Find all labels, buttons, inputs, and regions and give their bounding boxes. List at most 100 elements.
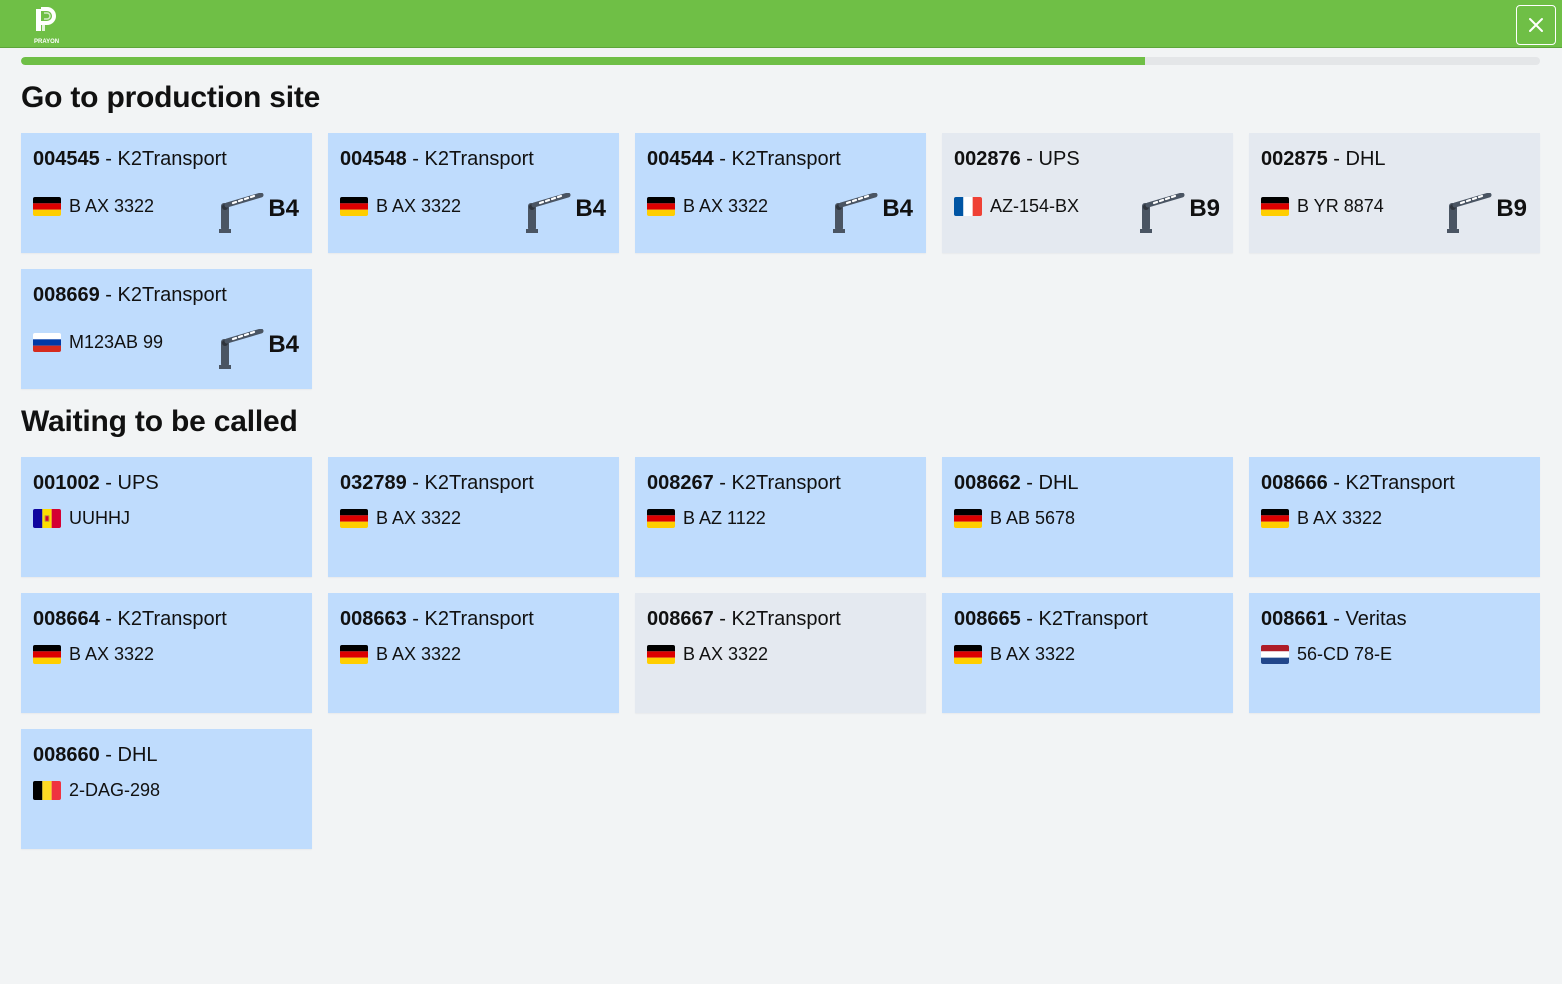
card-title: 004544 - K2Transport — [647, 148, 841, 171]
card-title: 008267 - K2Transport — [647, 472, 841, 495]
gate-label: B4 — [268, 195, 299, 222]
gate-label: B4 — [268, 331, 299, 358]
card-title: 002876 - UPS — [954, 148, 1080, 171]
order-number: 008660 — [33, 744, 100, 766]
license-plate: B AX 3322 — [683, 644, 769, 664]
license-plate: B AX 3322 — [69, 196, 155, 216]
truck-card[interactable]: 008664 - K2Transport B AX 3322 — [21, 593, 312, 713]
title-separator: - — [713, 148, 732, 170]
title-separator: - — [99, 148, 118, 170]
truck-card[interactable]: 008267 - K2Transport B AZ 1122 — [635, 457, 926, 577]
card-title: 008664 - K2Transport — [33, 608, 227, 631]
carrier-name: K2Transport — [731, 148, 841, 170]
card-title: 008661 - Veritas — [1261, 608, 1407, 631]
barrier-gate-icon — [1447, 192, 1493, 233]
truck-card[interactable]: 008660 - DHL 2-DAG-298 — [21, 729, 312, 849]
plate-row: AZ-154-BX — [954, 196, 1079, 217]
title-separator: - — [713, 608, 732, 630]
carrier-name: K2Transport — [1345, 472, 1455, 494]
truck-card[interactable]: 001002 - UPS UUHHJ — [21, 457, 312, 577]
title-separator: - — [99, 284, 118, 306]
carrier-name: K2Transport — [731, 608, 841, 630]
production-cards-grid: 004545 - K2Transport B AX 3322 B4 004548… — [21, 133, 1540, 389]
order-number: 001002 — [33, 472, 100, 494]
card-title: 008667 - K2Transport — [647, 608, 841, 631]
order-number: 002875 — [1261, 148, 1328, 170]
license-plate: B AB 5678 — [990, 508, 1076, 528]
progress-bar — [21, 57, 1540, 65]
license-plate: B AX 3322 — [1297, 508, 1383, 528]
truck-card[interactable]: 008669 - K2Transport M123AB 99 B4 — [21, 269, 312, 389]
gate-label: B9 — [1496, 195, 1527, 222]
license-plate: B AZ 1122 — [683, 508, 766, 528]
truck-card[interactable]: 008661 - Veritas 56-CD 78-E — [1249, 593, 1540, 713]
title-separator: - — [99, 608, 118, 630]
title-separator: - — [99, 744, 118, 766]
license-plate: B AX 3322 — [683, 196, 769, 216]
truck-card[interactable]: 002876 - UPS AZ-154-BX B9 — [942, 133, 1233, 253]
card-title: 008660 - DHL — [33, 744, 158, 767]
close-icon — [1529, 18, 1543, 32]
license-plate: B AX 3322 — [376, 196, 462, 216]
title-separator: - — [1327, 148, 1346, 170]
truck-card[interactable]: 008666 - K2Transport B AX 3322 — [1249, 457, 1540, 577]
flag-de-icon — [1261, 197, 1289, 216]
close-button[interactable] — [1516, 5, 1556, 45]
truck-card[interactable]: 008663 - K2Transport B AX 3322 — [328, 593, 619, 713]
flag-ad-icon — [33, 509, 61, 528]
flag-de-icon — [647, 197, 675, 216]
card-title: 008663 - K2Transport — [340, 608, 534, 631]
truck-card[interactable]: 032789 - K2Transport B AX 3322 — [328, 457, 619, 577]
truck-card[interactable]: 002875 - DHL B YR 8874 B9 — [1249, 133, 1540, 253]
title-separator: - — [406, 148, 425, 170]
title-separator: - — [1327, 472, 1346, 494]
title-separator: - — [406, 472, 425, 494]
barrier-gate-icon — [219, 192, 265, 233]
card-title: 001002 - UPS — [33, 472, 159, 495]
flag-de-icon — [340, 197, 368, 216]
flag-de-icon — [340, 509, 368, 528]
order-number: 008664 — [33, 608, 100, 630]
carrier-name: DHL — [1345, 148, 1386, 170]
truck-card[interactable]: 004548 - K2Transport B AX 3322 B4 — [328, 133, 619, 253]
barrier-gate-icon — [1140, 192, 1186, 233]
carrier-name: K2Transport — [117, 148, 227, 170]
plate-row: B AZ 1122 — [647, 508, 766, 529]
section-title-waiting: Waiting to be called — [21, 405, 298, 438]
license-plate: 56-CD 78-E — [1297, 644, 1393, 664]
order-number: 008662 — [954, 472, 1021, 494]
card-title: 032789 - K2Transport — [340, 472, 534, 495]
barrier-gate-icon — [833, 192, 879, 233]
card-title: 008662 - DHL — [954, 472, 1079, 495]
carrier-name: UPS — [1038, 148, 1080, 170]
flag-de-icon — [1261, 509, 1289, 528]
flag-de-icon — [33, 645, 61, 664]
title-separator: - — [1327, 608, 1346, 630]
truck-card[interactable]: 004545 - K2Transport B AX 3322 B4 — [21, 133, 312, 253]
card-title: 002875 - DHL — [1261, 148, 1386, 171]
truck-card[interactable]: 008665 - K2Transport B AX 3322 — [942, 593, 1233, 713]
gate-label: B9 — [1189, 195, 1220, 222]
truck-card[interactable]: 008662 - DHL B AB 5678 — [942, 457, 1233, 577]
carrier-name: UPS — [117, 472, 159, 494]
barrier-gate-icon — [526, 192, 572, 233]
license-plate: B YR 8874 — [1297, 196, 1384, 216]
title-separator: - — [713, 472, 732, 494]
carrier-name: K2Transport — [424, 148, 534, 170]
flag-de-icon — [33, 197, 61, 216]
license-plate: 2-DAG-298 — [69, 780, 161, 800]
truck-card[interactable]: 004544 - K2Transport B AX 3322 B4 — [635, 133, 926, 253]
plate-row: B AX 3322 — [33, 196, 154, 217]
carrier-name: K2Transport — [424, 472, 534, 494]
card-title: 004545 - K2Transport — [33, 148, 227, 171]
waiting-cards-grid: 001002 - UPS UUHHJ 032789 - K2Transport … — [21, 457, 1540, 849]
truck-card[interactable]: 008667 - K2Transport B AX 3322 — [635, 593, 926, 713]
order-number: 008667 — [647, 608, 714, 630]
order-number: 008665 — [954, 608, 1021, 630]
license-plate: B AX 3322 — [376, 508, 462, 528]
section-title-production: Go to production site — [21, 81, 321, 114]
flag-de-icon — [954, 509, 982, 528]
license-plate: B AX 3322 — [376, 644, 462, 664]
card-title: 008669 - K2Transport — [33, 284, 227, 307]
carrier-name: K2Transport — [1038, 608, 1148, 630]
